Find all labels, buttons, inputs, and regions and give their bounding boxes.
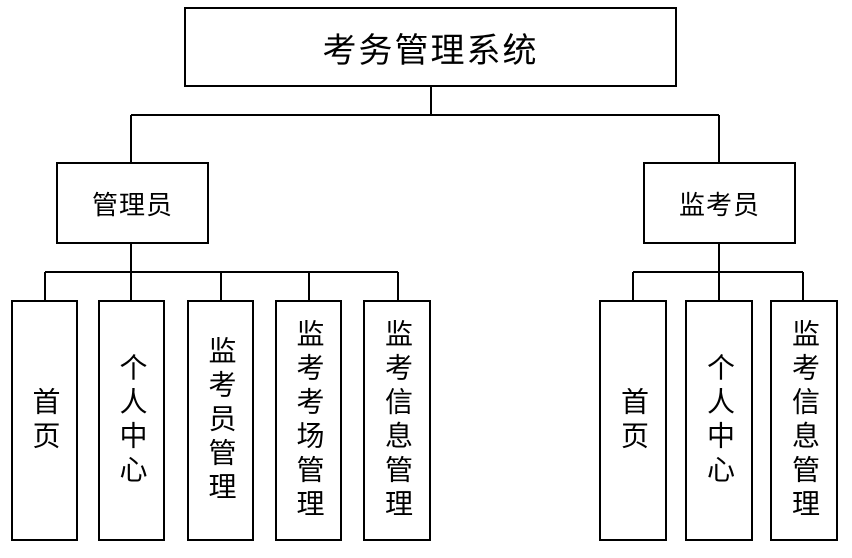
admin-child-home: 首页	[11, 300, 78, 541]
admin-label: 管理员	[91, 190, 173, 221]
leaf-label: 个人中心	[703, 352, 736, 489]
proctor-child-info-mgmt: 监考信息管理	[770, 300, 838, 541]
root-node: 考务管理系统	[184, 7, 677, 87]
root-label: 考务管理系统	[322, 30, 539, 71]
proctor-label: 监考员	[678, 190, 760, 221]
admin-node: 管理员	[56, 162, 209, 244]
leaf-label: 监考信息管理	[788, 318, 821, 523]
leaf-label: 首页	[617, 386, 650, 455]
proctor-node: 监考员	[643, 162, 796, 244]
proctor-child-home: 首页	[599, 300, 667, 541]
admin-child-info-mgmt: 监考信息管理	[363, 300, 431, 541]
proctor-child-profile: 个人中心	[685, 300, 753, 541]
leaf-label: 监考信息管理	[381, 318, 414, 523]
leaf-label: 监考员管理	[204, 335, 238, 506]
leaf-label: 监考考场管理	[292, 318, 326, 523]
admin-child-proctor-mgmt: 监考员管理	[187, 300, 254, 541]
admin-child-profile: 个人中心	[98, 300, 165, 541]
leaf-label: 个人中心	[115, 352, 149, 489]
admin-child-room-mgmt: 监考考场管理	[275, 300, 342, 541]
leaf-label: 首页	[28, 386, 62, 455]
